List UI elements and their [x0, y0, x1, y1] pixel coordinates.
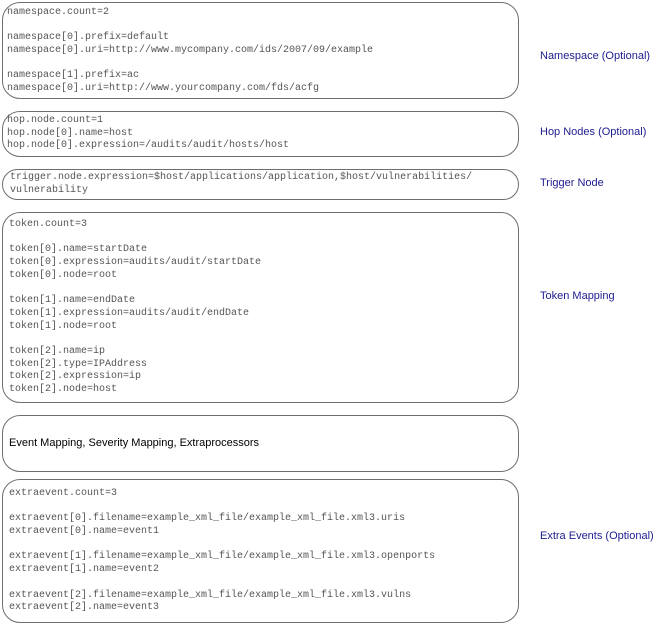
code-line: namespace[0].uri=http://www.mycompany.co… [7, 45, 374, 57]
code-line [9, 333, 518, 346]
trigger-node-code: trigger.node.expression=$host/applicatio… [3, 170, 518, 197]
event-mapping-text: Event Mapping, Severity Mapping, Extrapr… [9, 437, 260, 449]
code-line [9, 232, 518, 245]
code-line: hop.node[0].name=host [7, 127, 134, 139]
code-line: token[2].node=host [9, 383, 118, 395]
code-line: token.count=3 [9, 219, 88, 230]
code-line: token[2].expression=ip [9, 371, 142, 383]
code-line: extraevent[1].filename=example_xml_file/… [9, 551, 436, 563]
code-line: hop.node[0].expression=/audits/audit/hos… [7, 140, 290, 152]
code-line: token[1].node=root [9, 320, 118, 332]
code-line: token[2].name=ip [9, 345, 106, 357]
hop-nodes-label: Hop Nodes (Optional) [540, 126, 647, 138]
event-mapping-box: Event Mapping, Severity Mapping, Extrapr… [2, 415, 519, 472]
code-line: namespace.count=2 [7, 7, 110, 18]
code-line: token[0].node=root [9, 269, 118, 281]
code-line: token[0].expression=audits/audit/startDa… [9, 257, 262, 269]
namespace-box: namespace.count=2 namespace[0].prefix=def… [2, 2, 519, 99]
code-line: token[2].type=IPAddress [9, 358, 148, 370]
code-line [9, 539, 518, 552]
code-line: trigger.node.expression=$host/applicatio… [10, 172, 473, 183]
code-line: token[1].expression=audits/audit/endDate [9, 307, 250, 319]
code-line: extraevent[1].name=event2 [9, 564, 160, 576]
namespace-label: Namespace (Optional) [540, 50, 651, 62]
code-line: hop.node.count=1 [7, 115, 104, 126]
extra-events-box: extraevent.count=3 extraevent[0].filename… [2, 479, 519, 623]
code-line: extraevent[0].name=event1 [9, 526, 160, 538]
code-line [7, 58, 518, 71]
extra-events-label: Extra Events (Optional) [540, 530, 653, 542]
code-line: extraevent[2].name=event3 [9, 602, 160, 614]
code-line [7, 20, 518, 33]
code-line: token[1].name=endDate [9, 295, 136, 307]
extra-events-code: extraevent.count=3 extraevent[0].filename… [3, 480, 518, 615]
code-line [9, 501, 518, 514]
code-line: extraevent[0].filename=example_xml_file/… [9, 513, 406, 525]
code-line: namespace[0].prefix=default [7, 32, 170, 44]
code-line [9, 282, 518, 295]
code-line: token[0].name=startDate [9, 244, 148, 256]
trigger-node-label: Trigger Node [540, 177, 604, 189]
code-line: vulnerability [10, 184, 89, 196]
namespace-code: namespace.count=2 namespace[0].prefix=def… [3, 3, 518, 96]
code-line: namespace[0].uri=http://www.yourcompany.… [7, 83, 320, 95]
code-line: extraevent.count=3 [9, 488, 118, 499]
trigger-node-box: trigger.node.expression=$host/applicatio… [2, 169, 519, 200]
code-line: extraevent[2].filename=example_xml_file/… [9, 589, 412, 601]
code-line: namespace[1].prefix=ac [7, 70, 140, 82]
code-line [9, 577, 518, 590]
token-mapping-label: Token Mapping [540, 290, 615, 302]
